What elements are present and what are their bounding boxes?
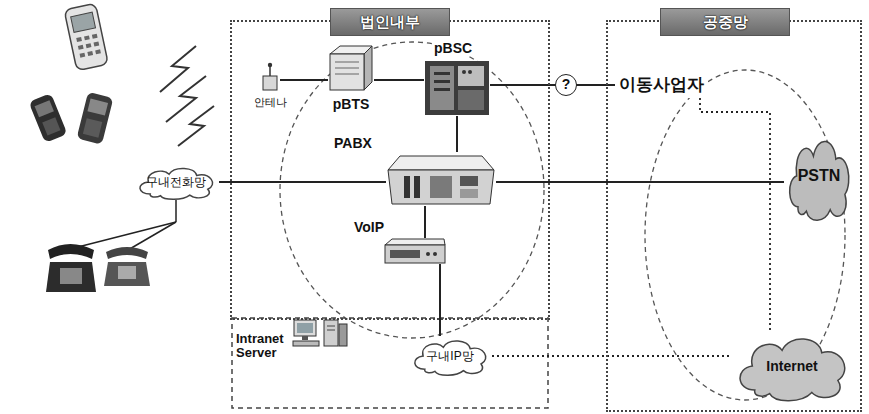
mobile-phone (29, 93, 68, 143)
group-ellipse (280, 42, 544, 338)
mobile-phone (77, 92, 114, 145)
connection-line (439, 264, 441, 336)
connection-line (490, 84, 615, 86)
device-label: 안테나 (252, 96, 289, 109)
region-box: 공중망이동사업자PSTNInternet (608, 22, 860, 410)
region-title: 법인내부 (360, 13, 420, 32)
device-label: pBSC (432, 40, 474, 56)
connection-line (374, 79, 424, 81)
controller-icon: pBSC (424, 60, 490, 116)
cloud-label: 구내IP망 (426, 348, 473, 365)
region-box: 법인내부pBTSpBSCPABXVoIP (232, 22, 548, 318)
server-icon: Intranet Server (292, 318, 348, 348)
phone-wires (74, 200, 176, 250)
device-label: PABX (332, 135, 374, 151)
text-node: 이동사업자 (615, 72, 708, 98)
base-station-icon: pBTS (328, 44, 374, 92)
cloud-label: PSTN (798, 167, 841, 185)
dotted-link (492, 355, 730, 357)
desk-telephone (46, 244, 96, 292)
device-label: pBTS (331, 96, 372, 112)
server-icon-shape (292, 318, 348, 348)
device-label: Intranet Server (234, 332, 292, 361)
region-tab: 법인내부 (330, 8, 450, 36)
radio-bolts (160, 46, 214, 146)
desk-telephone (104, 247, 150, 286)
mobile-phone (64, 3, 108, 70)
connection-line (496, 181, 784, 183)
connection-line (219, 181, 386, 183)
network-cloud: 구내IP망 (408, 336, 492, 376)
antenna-icon: 안테나 (260, 62, 280, 92)
network-cloud: 구내전화망 (133, 164, 219, 200)
device-label: VoIP (352, 219, 386, 235)
connection-line (456, 116, 458, 152)
controller-icon-shape (424, 60, 490, 116)
cloud-label: Internet (766, 358, 817, 374)
network-cloud: Internet (730, 330, 854, 402)
lan-area (232, 318, 548, 408)
voip-gateway-icon-shape (384, 238, 446, 264)
base-station-icon-shape (328, 44, 374, 92)
region-title: 공중망 (703, 13, 748, 32)
region-tab: 공중망 (660, 8, 790, 36)
exchange-icon: PABX (386, 152, 496, 206)
callout-mark: ? (555, 74, 577, 96)
connection-line (280, 79, 328, 81)
antenna-icon-shape (260, 62, 280, 92)
connection-line (424, 206, 426, 238)
group-ellipse (645, 70, 845, 400)
exchange-icon-shape (386, 152, 496, 206)
dotted-link (700, 98, 770, 330)
network-cloud: PSTN (784, 130, 854, 222)
cloud-label: 구내전화망 (146, 174, 206, 191)
operator-label: 이동사업자 (619, 75, 704, 94)
voip-gateway-icon: VoIP (384, 238, 446, 264)
